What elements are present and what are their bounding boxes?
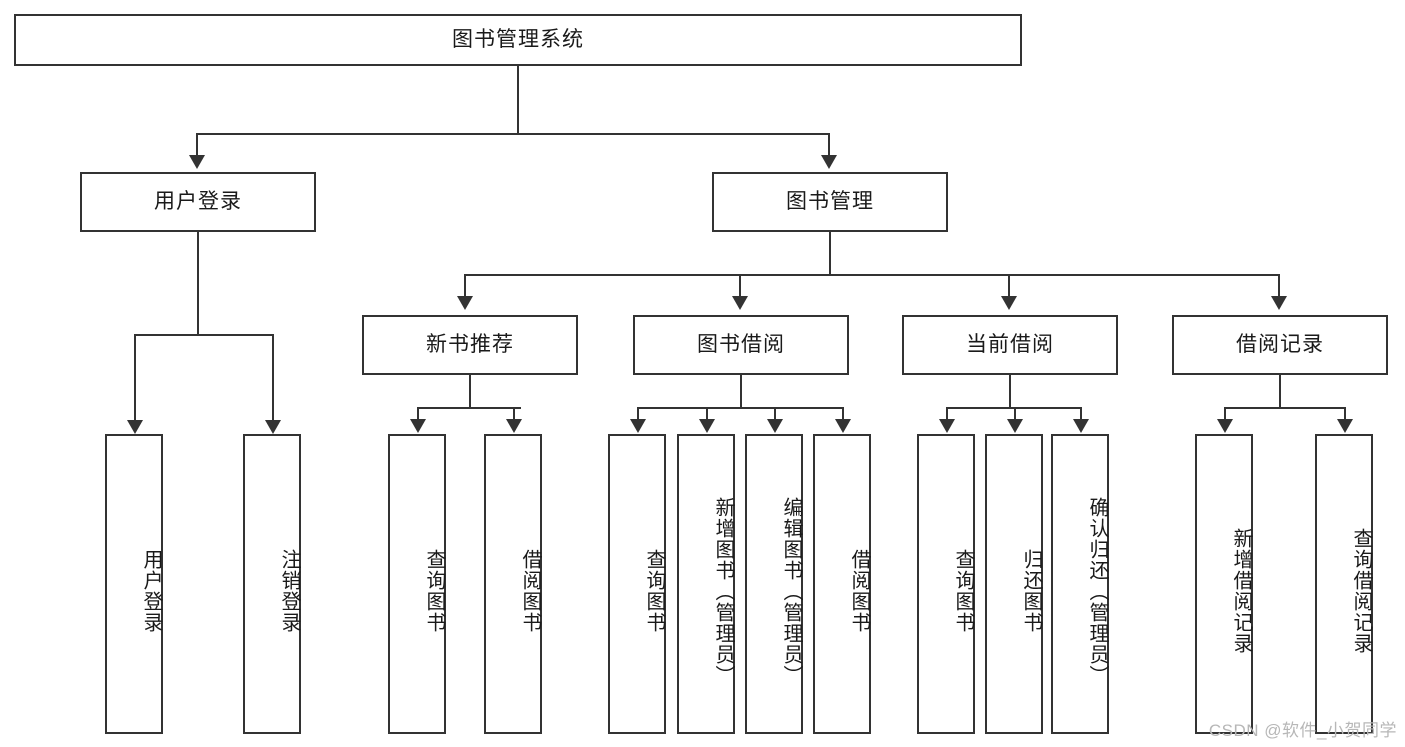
leaf-query-record-label: 查询借阅记录: [1350, 528, 1372, 654]
node-root[interactable]: 图书管理系统: [14, 14, 1022, 66]
connector-bb-to-leaf-2: [706, 407, 708, 421]
node-new-book-recommend[interactable]: 新书推荐: [362, 315, 578, 375]
arrowhead-bb-to-leaf-2: [699, 419, 715, 433]
connector-bb-to-leaf-3: [774, 407, 776, 421]
connector-bm-to-current-borrow: [1008, 274, 1010, 298]
arrowhead-user-login-to-leaf-2: [265, 420, 281, 434]
connector-book-management-stem: [829, 232, 831, 276]
node-user-login[interactable]: 用户登录: [80, 172, 316, 232]
leaf-query-book-2[interactable]: 查询图书: [608, 434, 666, 734]
arrowhead-cb-to-leaf-1: [939, 419, 955, 433]
connector-root-to-user-login: [196, 133, 198, 157]
arrowhead-user-login-to-leaf-1: [127, 420, 143, 434]
node-borrow-record-label: 借阅记录: [1236, 332, 1324, 356]
leaf-edit-book-label: 编辑图书（管理员）: [780, 496, 802, 686]
node-book-borrow-label: 图书借阅: [697, 332, 785, 356]
connector-bb-to-leaf-4: [842, 407, 844, 421]
leaf-return-book-label: 归还图书: [1020, 549, 1042, 633]
arrowhead-root-to-user-login: [189, 155, 205, 169]
connector-bm-to-book-borrow: [739, 274, 741, 298]
connector-cb-to-leaf-2: [1014, 407, 1016, 421]
connector-bb-bus: [637, 407, 843, 409]
node-current-borrow-label: 当前借阅: [966, 332, 1054, 356]
connector-br-to-leaf-1: [1224, 407, 1226, 421]
leaf-add-book[interactable]: 新增图书（管理员）: [677, 434, 735, 734]
leaf-add-record-label: 新增借阅记录: [1230, 528, 1252, 654]
leaf-user-login-label: 用户登录: [140, 549, 162, 633]
arrowhead-bb-to-leaf-3: [767, 419, 783, 433]
arrowhead-bm-to-current-borrow: [1001, 296, 1017, 310]
connector-bb-to-leaf-1: [637, 407, 639, 421]
leaf-confirm-return[interactable]: 确认归还（管理员）: [1051, 434, 1109, 734]
arrowhead-root-to-book-management: [821, 155, 837, 169]
arrowhead-bm-to-borrow-record: [1271, 296, 1287, 310]
arrowhead-cb-to-leaf-3: [1073, 419, 1089, 433]
arrowhead-nbr-to-leaf-1: [410, 419, 426, 433]
leaf-query-book-1-label: 查询图书: [423, 549, 445, 633]
node-book-management[interactable]: 图书管理: [712, 172, 948, 232]
leaf-confirm-return-label: 确认归还（管理员）: [1086, 496, 1108, 686]
leaf-query-book-3-label: 查询图书: [952, 549, 974, 633]
connector-root-to-book-management: [828, 133, 830, 157]
leaf-borrow-book-2-label: 借阅图书: [848, 549, 870, 633]
arrowhead-nbr-to-leaf-2: [506, 419, 522, 433]
connector-bm-to-new-book-recommend: [464, 274, 466, 298]
leaf-query-book-3[interactable]: 查询图书: [917, 434, 975, 734]
arrowhead-cb-to-leaf-2: [1007, 419, 1023, 433]
leaf-borrow-book-1[interactable]: 借阅图书: [484, 434, 542, 734]
leaf-borrow-book-1-label: 借阅图书: [519, 549, 541, 633]
connector-book-management-bus: [464, 274, 1279, 276]
arrowhead-br-to-leaf-1: [1217, 419, 1233, 433]
connector-bm-to-borrow-record: [1278, 274, 1280, 298]
node-user-login-label: 用户登录: [154, 189, 242, 213]
leaf-query-book-1[interactable]: 查询图书: [388, 434, 446, 734]
arrowhead-bb-to-leaf-1: [630, 419, 646, 433]
arrowhead-br-to-leaf-2: [1337, 419, 1353, 433]
connector-user-login-to-leaf-2: [272, 334, 274, 422]
connector-nbr-to-leaf-2: [513, 407, 515, 421]
connector-root-bus: [196, 133, 830, 135]
leaf-query-book-2-label: 查询图书: [643, 549, 665, 633]
leaf-add-book-label: 新增图书（管理员）: [712, 496, 734, 686]
node-current-borrow[interactable]: 当前借阅: [902, 315, 1118, 375]
leaf-query-record[interactable]: 查询借阅记录: [1315, 434, 1373, 734]
csdn-watermark: CSDN @软件_小贺同学: [1208, 721, 1397, 740]
connector-user-login-bus: [134, 334, 274, 336]
connector-cb-to-leaf-1: [946, 407, 948, 421]
node-book-borrow[interactable]: 图书借阅: [633, 315, 849, 375]
leaf-logout[interactable]: 注销登录: [243, 434, 301, 734]
connector-br-bus: [1224, 407, 1346, 409]
leaf-return-book[interactable]: 归还图书: [985, 434, 1043, 734]
leaf-user-login[interactable]: 用户登录: [105, 434, 163, 734]
connector-user-login-stem: [197, 232, 199, 335]
connector-nbr-stem: [469, 375, 471, 408]
connector-br-to-leaf-2: [1344, 407, 1346, 421]
connector-user-login-to-leaf-1: [134, 334, 136, 422]
leaf-borrow-book-2[interactable]: 借阅图书: [813, 434, 871, 734]
connector-nbr-to-leaf-1: [417, 407, 419, 421]
connector-root-stem: [517, 66, 519, 134]
connector-cb-to-leaf-3: [1080, 407, 1082, 421]
connector-nbr-bus: [417, 407, 521, 409]
node-new-book-recommend-label: 新书推荐: [426, 332, 514, 356]
arrowhead-bm-to-book-borrow: [732, 296, 748, 310]
leaf-edit-book[interactable]: 编辑图书（管理员）: [745, 434, 803, 734]
leaf-add-record[interactable]: 新增借阅记录: [1195, 434, 1253, 734]
node-book-management-label: 图书管理: [786, 189, 874, 213]
leaf-logout-label: 注销登录: [278, 549, 300, 633]
arrowhead-bm-to-new-book-recommend: [457, 296, 473, 310]
node-root-label: 图书管理系统: [452, 27, 584, 51]
arrowhead-bb-to-leaf-4: [835, 419, 851, 433]
connector-bb-stem: [740, 375, 742, 408]
connector-br-stem: [1279, 375, 1281, 408]
node-borrow-record[interactable]: 借阅记录: [1172, 315, 1388, 375]
connector-cb-stem: [1009, 375, 1011, 408]
